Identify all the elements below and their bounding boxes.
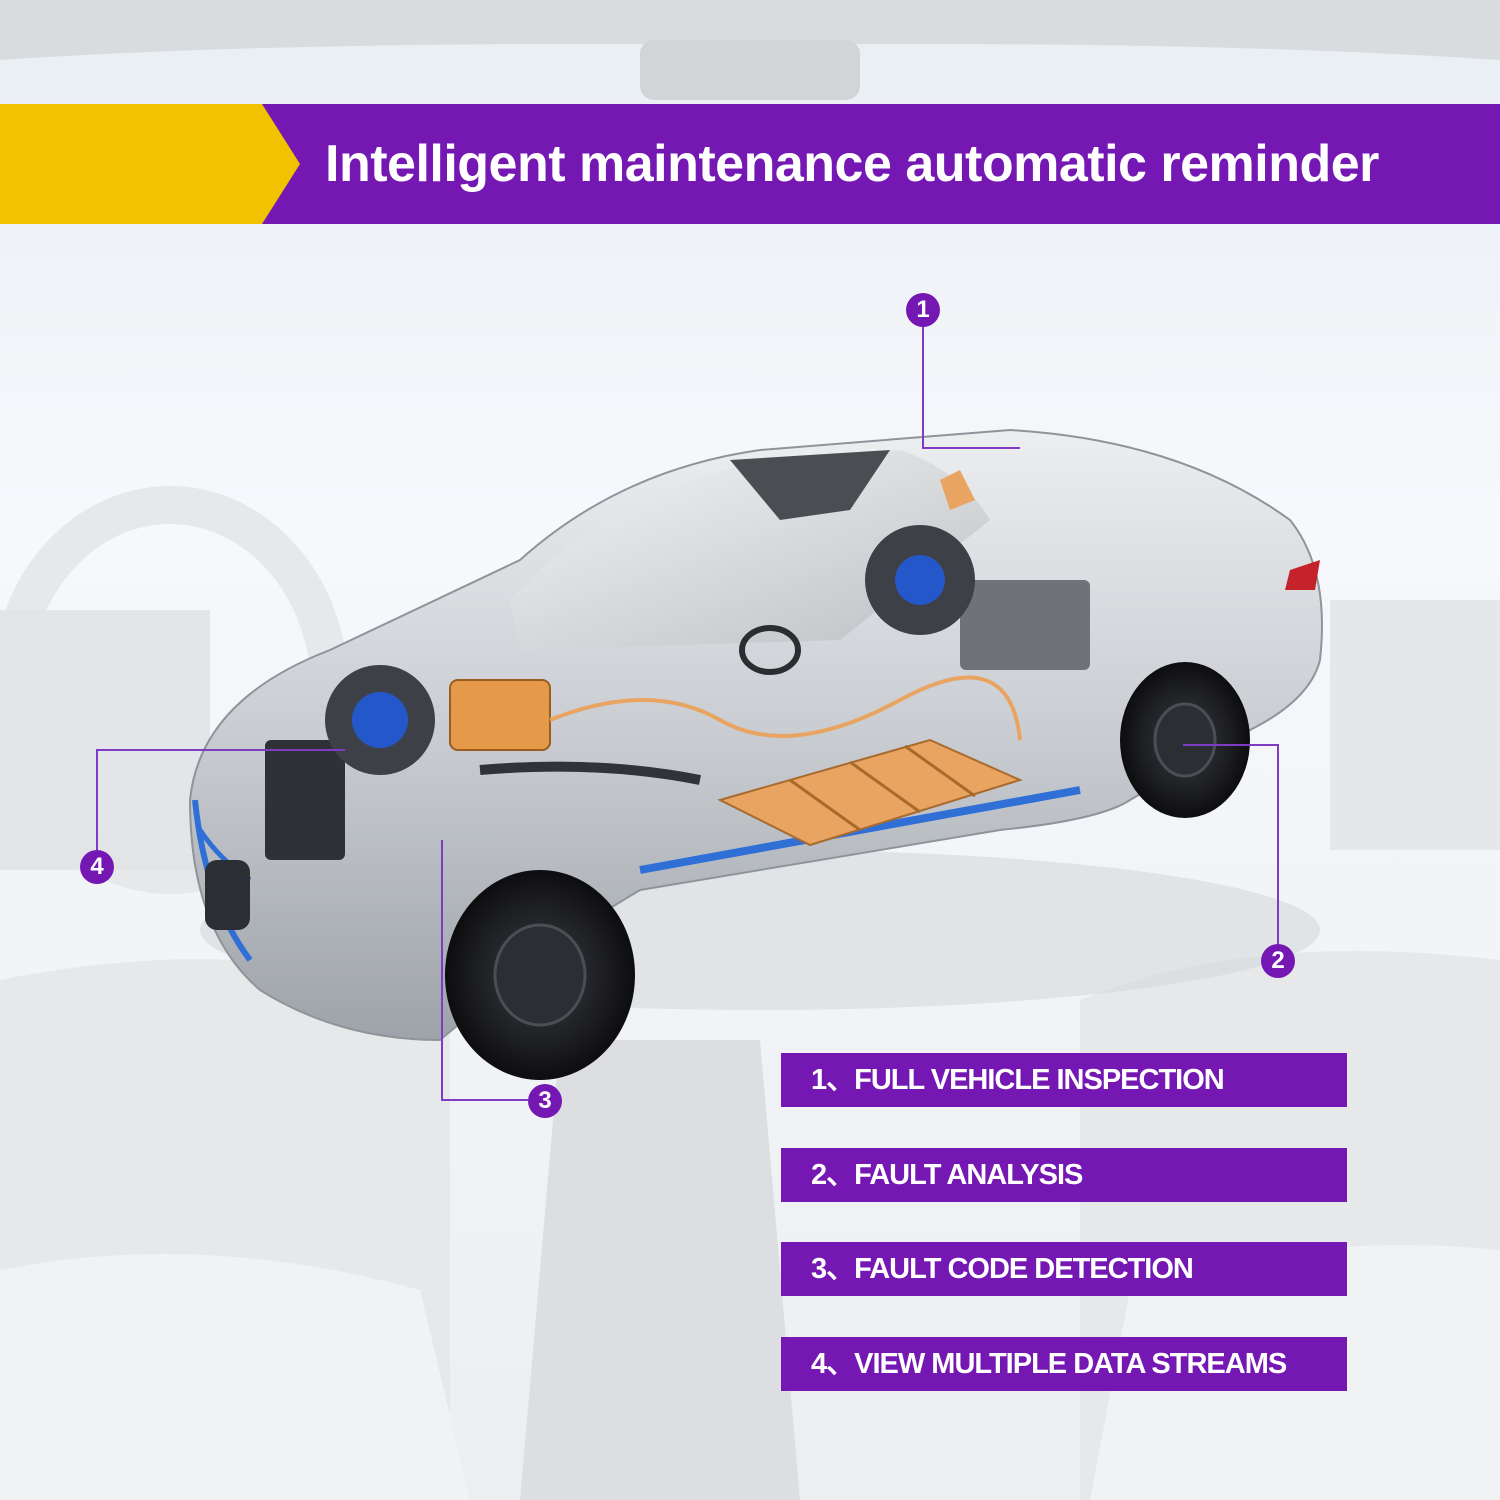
callout-marker-3: 3	[528, 1084, 562, 1118]
electric-car-cutaway	[188, 428, 1323, 1080]
callout-marker-1: 1	[906, 293, 940, 327]
callout-marker-2: 2	[1261, 944, 1295, 978]
feature-item-fault-code-detection: 3、FAULT CODE DETECTION	[781, 1242, 1347, 1296]
banner-accent-stripe	[0, 104, 300, 224]
feature-item-fault-analysis: 2、FAULT ANALYSIS	[781, 1148, 1347, 1202]
callout-lines	[96, 327, 1279, 1101]
callout-marker-4: 4	[80, 850, 114, 884]
page-title: Intelligent maintenance automatic remind…	[325, 135, 1379, 193]
title-banner: Intelligent maintenance automatic remind…	[0, 104, 1500, 224]
feature-item-view-data-streams: 4、VIEW MULTIPLE DATA STREAMS	[781, 1337, 1347, 1391]
feature-item-full-vehicle-inspection: 1、FULL VEHICLE INSPECTION	[781, 1053, 1347, 1107]
banner-background	[262, 104, 1500, 224]
